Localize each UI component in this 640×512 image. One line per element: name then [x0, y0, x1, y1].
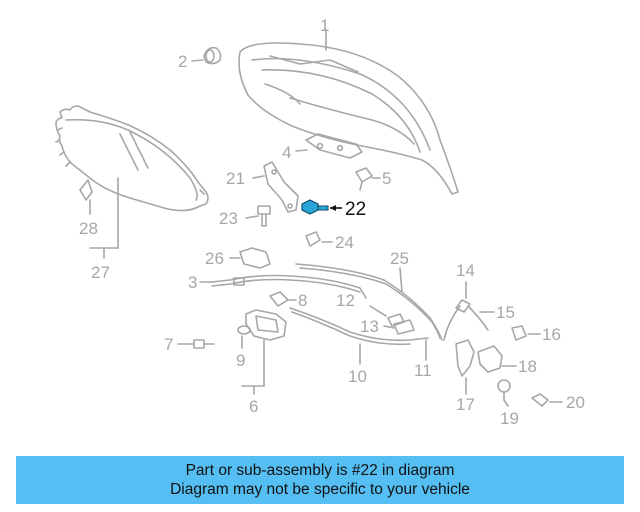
latch-mount-bolt	[193, 339, 215, 349]
bracket-bolt	[257, 205, 271, 227]
callout-17: 17	[456, 395, 475, 414]
callout-12: 12	[336, 291, 355, 310]
support-bolt	[305, 231, 321, 247]
callout-28: 28	[79, 219, 98, 238]
callout-18: 18	[518, 357, 537, 376]
hood-strut	[455, 339, 475, 377]
hood-insulator	[55, 105, 209, 212]
hood-seal	[295, 263, 443, 341]
caption-banner: Part or sub-assembly is #22 in diagram D…	[16, 456, 624, 504]
release-cable	[211, 274, 367, 299]
callout-24: 24	[335, 233, 354, 252]
latch-washer	[237, 325, 251, 335]
hinge-bracket	[263, 161, 299, 213]
callout-27: 27	[91, 263, 110, 282]
callout-20: 20	[566, 393, 585, 412]
callout-26: 26	[205, 249, 224, 268]
bumper-plug	[203, 46, 222, 65]
highlighted-part-22	[301, 199, 342, 215]
callout-21: 21	[226, 169, 245, 188]
latch-cable	[289, 307, 429, 346]
callout-8: 8	[298, 291, 307, 310]
callout-2: 2	[178, 52, 187, 71]
callout-7: 7	[164, 335, 173, 354]
callout-22: 22	[345, 199, 366, 220]
callout-25: 25	[390, 249, 409, 268]
callout-15: 15	[496, 303, 515, 322]
callout-14: 14	[456, 261, 475, 280]
callout-16: 16	[542, 325, 561, 344]
caption-line-1: Part or sub-assembly is #22 in diagram	[185, 462, 455, 479]
prop-rod	[443, 299, 489, 341]
callout-5: 5	[382, 169, 391, 188]
callout-6: 6	[249, 397, 258, 416]
callout-1: 1	[320, 16, 329, 35]
callout-9: 9	[236, 351, 245, 370]
stop-bumper	[511, 325, 527, 341]
cable-retainer	[393, 319, 415, 335]
callout-4: 4	[282, 143, 291, 162]
hood-panel	[238, 42, 459, 195]
callout-13: 13	[360, 317, 379, 336]
callout-labels: 1 2 3 4 5 6 7 8 9 10 11 12 13 14 15 16 1…	[79, 16, 585, 428]
hood-hinge	[305, 133, 363, 159]
caption-line-2: Diagram may not be specific to your vehi…	[170, 481, 470, 498]
callout-11: 11	[414, 361, 432, 380]
hood-latch	[245, 309, 287, 341]
latch-bolt	[269, 291, 289, 307]
callout-3: 3	[188, 273, 197, 292]
callout-23: 23	[219, 209, 238, 228]
hood-pad	[239, 247, 271, 269]
callout-19: 19	[500, 409, 519, 428]
hinge-bolt	[355, 167, 373, 191]
insulator-clip	[79, 179, 93, 201]
callout-10: 10	[348, 367, 367, 386]
parts-diagram: 1 2 3 4 5 6 7 8 9 10 11 12 13 14 15 16 1…	[55, 16, 585, 428]
rod-clip	[531, 393, 549, 407]
hook-bolt	[497, 379, 511, 401]
safety-hook	[477, 345, 503, 373]
